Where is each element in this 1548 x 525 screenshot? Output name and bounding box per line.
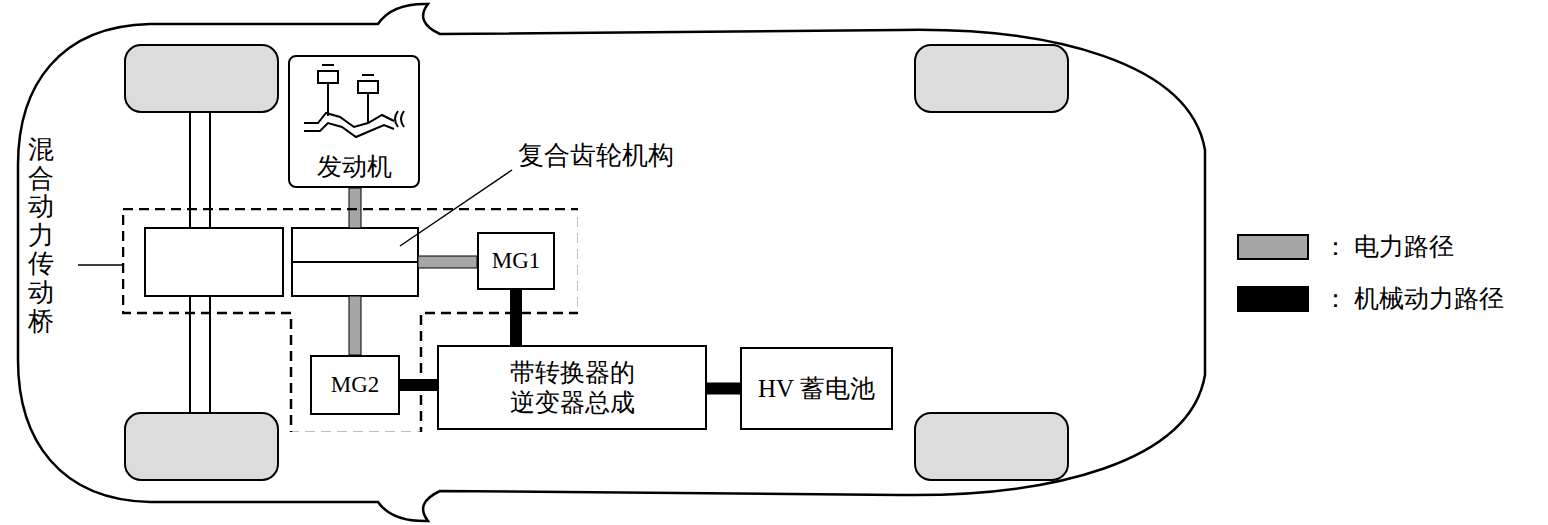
legend-row: ： 机械动力路径 <box>1237 282 1504 315</box>
engine-stroke <box>362 74 374 76</box>
legend-row: ： 电力路径 <box>1237 230 1454 263</box>
engine-stroke <box>401 111 404 127</box>
box-label: HV 蓄电池 <box>758 374 875 404</box>
gear-divider <box>292 261 418 263</box>
differential-box <box>145 228 283 296</box>
wheel <box>915 45 1068 112</box>
region-title: 混合动力传动桥 <box>28 136 54 336</box>
legend-swatch <box>1237 234 1309 260</box>
engine-stroke <box>395 111 398 127</box>
car-body <box>18 4 1205 521</box>
engine-stroke <box>327 83 329 116</box>
engine-box: 发动机 <box>288 55 420 188</box>
link-bar <box>400 379 437 391</box>
battery-box: HV 蓄电池 <box>740 347 893 430</box>
wheel <box>125 413 278 480</box>
legend-text: ： 电力路径 <box>1323 230 1454 263</box>
engine-stroke <box>304 123 394 137</box>
wheel <box>915 413 1068 480</box>
callout-label: 复合齿轮机构 <box>518 138 674 173</box>
box-label: 带转换器的 逆变器总成 <box>502 358 642 418</box>
box-label: MG2 <box>331 371 380 399</box>
link-bar <box>510 290 522 345</box>
link-bar <box>707 383 740 395</box>
box-label: 发动机 <box>317 152 392 182</box>
legend-text: ： 机械动力路径 <box>1323 282 1504 315</box>
engine-stroke <box>304 113 394 127</box>
gear-mechanism-box <box>292 228 418 296</box>
motor-box: MG2 <box>310 355 400 415</box>
electric-shaft <box>418 256 477 268</box>
electric-shaft <box>349 296 361 355</box>
engine-stroke <box>318 71 338 83</box>
mechanical-link <box>400 385 437 386</box>
engine-stroke <box>322 64 334 66</box>
engine-stroke <box>367 93 369 123</box>
mechanical-link <box>707 388 740 389</box>
motor-box: MG1 <box>477 232 555 290</box>
engine-icon <box>296 61 416 151</box>
engine-stroke <box>358 81 378 93</box>
inverter-box: 带转换器的 逆变器总成 <box>437 345 707 430</box>
mechanical-link <box>516 290 517 345</box>
wheel <box>125 45 278 112</box>
leader-line <box>78 264 122 266</box>
legend-swatch <box>1237 286 1309 312</box>
box-label: MG1 <box>492 247 541 275</box>
